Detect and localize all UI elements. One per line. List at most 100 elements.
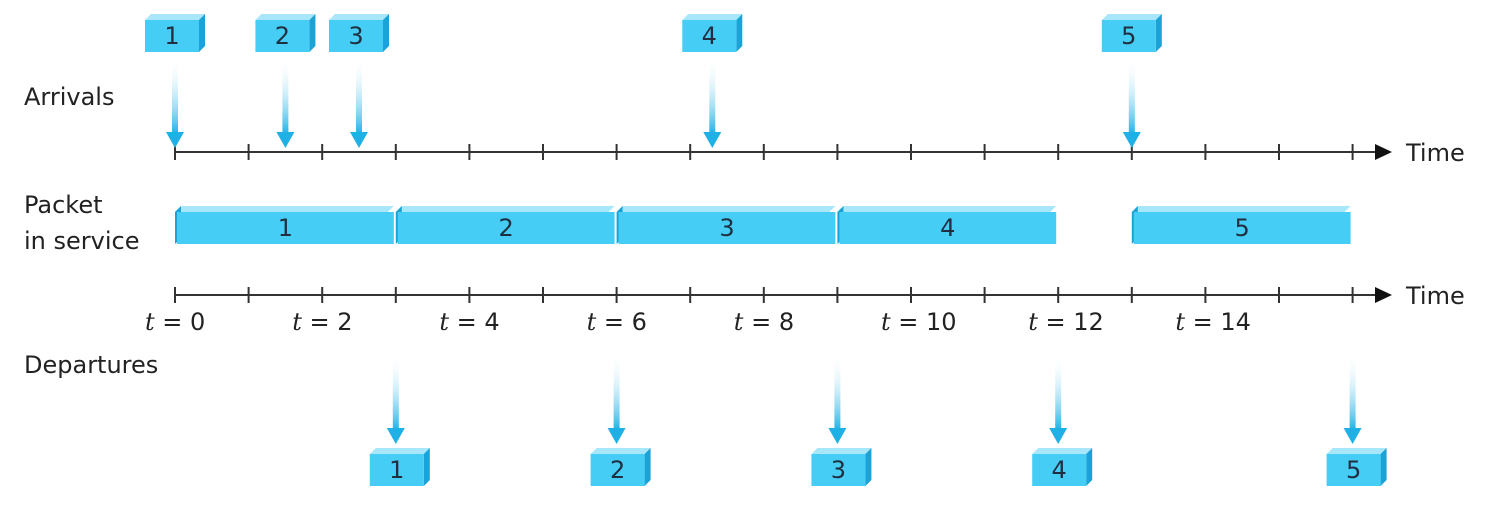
departure-packet-1: 1	[369, 448, 430, 486]
departure-arrow-3	[828, 354, 847, 444]
service-bar-5: 5	[1131, 206, 1351, 244]
packet-box-face	[1032, 454, 1087, 486]
packet-box-top	[1032, 448, 1093, 454]
arrival-packet-1: 1	[145, 14, 205, 52]
tick-label-value: = 12	[1038, 308, 1104, 336]
packet-number: 3	[831, 456, 846, 484]
tick-label-value: = 8	[743, 308, 794, 336]
arrow-shaft	[613, 354, 620, 430]
packet-box-side	[644, 448, 651, 486]
packet-box-side	[1380, 448, 1387, 486]
service-bar-number: 4	[940, 214, 955, 242]
packet-box-face	[255, 20, 310, 52]
tick-label-variable: t	[587, 308, 597, 336]
service-bar-top	[395, 206, 615, 212]
packet-box-side	[199, 14, 205, 52]
service-bar-face	[839, 212, 1057, 244]
arrow-head	[1049, 428, 1068, 444]
packet-number: 4	[1052, 456, 1067, 484]
tick-label: t = 0	[145, 308, 205, 336]
tick-label-variable: t	[1028, 308, 1038, 336]
packet-box-top	[1101, 14, 1162, 20]
packet-box-top	[590, 448, 651, 454]
packet-box-side	[309, 14, 316, 52]
packet-box-top	[811, 448, 872, 454]
tick-label: t = 4	[439, 308, 499, 336]
packet-box-face	[1101, 20, 1156, 52]
arrival-arrow-1	[166, 58, 184, 148]
arrival-packet-5: 5	[1101, 14, 1162, 52]
service-bar-top	[837, 206, 1057, 212]
packet-number: 5	[1346, 456, 1361, 484]
departure-arrow-4	[1049, 354, 1068, 444]
service-bar-4: 4	[837, 206, 1057, 244]
service-bar-number: 5	[1235, 214, 1250, 242]
arrow-head	[386, 428, 405, 444]
tick-label-variable: t	[145, 308, 155, 336]
arrow-head	[607, 428, 626, 444]
tick-label-variable: t	[439, 308, 449, 336]
tick-label-variable: t	[1175, 308, 1185, 336]
packet-box-face	[590, 454, 645, 486]
arrow-shaft	[1128, 58, 1135, 134]
top-axis-time-label: Time	[1405, 139, 1465, 167]
departure-packet-4: 4	[1032, 448, 1093, 486]
departure-arrow-2	[607, 354, 626, 444]
packet-box-side	[1086, 448, 1093, 486]
tick-label-value: = 14	[1185, 308, 1251, 336]
packet-box-face	[369, 454, 424, 486]
arrival-packet-4: 4	[682, 14, 743, 52]
tick-label-value: = 10	[891, 308, 957, 336]
packet-box-face	[811, 454, 866, 486]
service-bar-1: 1	[175, 206, 394, 244]
arrow-head	[703, 132, 722, 148]
arrival-packet-2: 2	[255, 14, 316, 52]
top-axis-arrowhead	[1375, 144, 1392, 160]
packet-box-top	[329, 14, 389, 20]
arrow-head	[350, 132, 368, 148]
departure-packet-3: 3	[811, 448, 872, 486]
service-bar-face	[1133, 212, 1351, 244]
arrow-head	[276, 132, 295, 148]
packet-box-top	[369, 448, 430, 454]
arrow-shaft	[282, 58, 289, 134]
departure-packet-2: 2	[590, 448, 651, 486]
tick-label-value: = 2	[302, 308, 353, 336]
service-bar-top	[616, 206, 836, 212]
service-bar-top	[1131, 206, 1351, 212]
packet-box-side	[736, 14, 743, 52]
arrow-shaft	[172, 58, 178, 134]
tick-label: t = 14	[1175, 308, 1251, 336]
packet-number: 2	[610, 456, 625, 484]
packet-box-side	[423, 448, 430, 486]
packet-box-side	[865, 448, 872, 486]
top-time-axis: Time	[174, 139, 1465, 167]
arrival-arrow-2	[276, 58, 295, 148]
packet-box-side	[1155, 14, 1162, 52]
packet-box-side	[383, 14, 389, 52]
tick-label-value: = 6	[596, 308, 647, 336]
service-bar-face	[618, 212, 836, 244]
packet-number: 4	[702, 22, 717, 50]
arrow-head	[828, 428, 847, 444]
service-bar-face	[397, 212, 615, 244]
arrivals-label: Arrivals	[24, 83, 114, 111]
tick-label-variable: t	[734, 308, 744, 336]
tick-label-value: = 4	[449, 308, 500, 336]
departure-packet-5: 5	[1326, 448, 1387, 486]
tick-label-variable: t	[881, 308, 891, 336]
packet-number: 1	[389, 456, 404, 484]
service-bar-number: 2	[499, 214, 514, 242]
tick-label: t = 6	[587, 308, 647, 336]
arrow-shaft	[356, 58, 362, 134]
packet-box-top	[682, 14, 743, 20]
departures-row: 1 2 3 4 5	[369, 354, 1387, 486]
service-bar-number: 1	[278, 214, 293, 242]
bottom-axis-time-label: Time	[1405, 282, 1465, 310]
service-bar-top	[175, 206, 394, 212]
arrow-head	[166, 132, 184, 148]
packet-in-service-label-line1: Packet	[24, 191, 103, 219]
